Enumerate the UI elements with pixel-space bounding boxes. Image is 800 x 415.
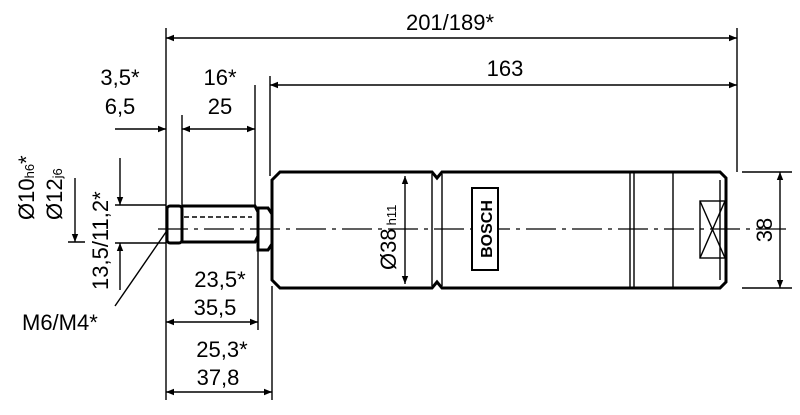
body-height-label: 38 [752,218,777,242]
thread-spec-label: M6/M4* [22,310,98,335]
shank-offset-top: 3,5* [100,65,140,90]
thread-length-top: 16* [203,65,236,90]
threaded-shank [182,204,260,244]
body-length-label: 163 [487,56,524,81]
dimension-lines [71,34,784,396]
neck-length-bottom: 37,8 [197,365,240,390]
collar-length-bottom: 35,5 [194,295,237,320]
overall-length-label: 201/189* [406,10,495,35]
brand-label-box [471,187,499,271]
thread-length-bottom: 25 [208,94,232,119]
thread-leader-line [114,231,167,307]
shank-offset-bottom: 6,5 [105,94,136,119]
neck-length-top: 25,3* [196,337,248,362]
extension-lines [68,28,792,400]
main-body [270,170,728,290]
brand-label: BOSCH [479,200,496,258]
shank-diameter-2: Ø12j6 [42,168,67,220]
spindle-part: BOSCH [158,170,790,290]
thread-height-label: 13,5/11,2* [88,191,113,290]
shank-ring [165,204,184,245]
collar-length-top: 23,5* [194,267,246,292]
body-diameter-label: Ø38h11 [376,205,401,270]
shank-diameter-1: Ø10h6* [14,155,39,220]
